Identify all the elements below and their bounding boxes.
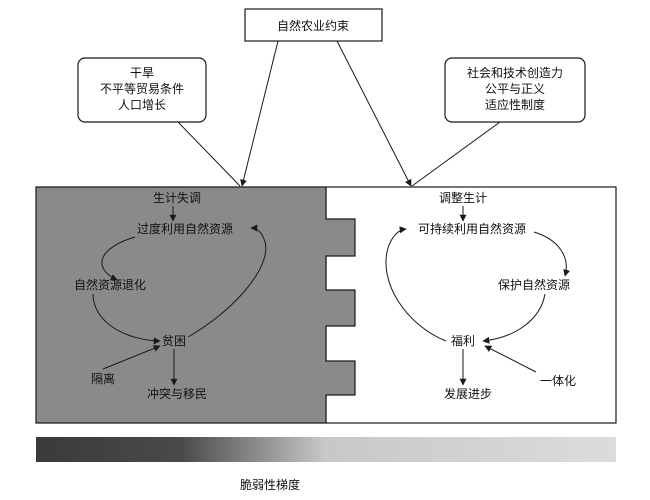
adaptive-factor-1: 社会和技术创造力 [467,65,563,80]
node-welfare: 福利 [451,333,475,348]
adaptive-factor-2: 公平与正义 [485,82,545,96]
arrow-top-to-right [336,40,412,187]
right-panel [325,186,617,424]
node-overuse: 过度利用自然资源 [137,221,233,236]
gradient-caption: 脆弱性梯度 [240,477,300,492]
pressure-factor-3: 人口增长 [118,98,166,112]
node-integration: 一体化 [540,374,576,388]
top-constraint-label: 自然农业约束 [277,18,349,33]
vulnerability-gradient-bar [36,437,616,462]
arrow-welfare-to-sustainable [385,226,447,342]
arrow-degradation-to-poverty [92,293,161,345]
arrow-protect-to-welfare [482,293,546,344]
arrow-top-to-left [240,40,279,187]
pressure-factor-1: 干旱 [130,66,154,80]
top-constraint-box: 自然农业约束 [244,8,383,42]
arrow-poverty-to-overuse [187,224,267,338]
arrow-isolation-to-poverty [102,345,161,370]
node-development: 发展进步 [444,386,492,401]
adaptive-factor-3: 适应性制度 [485,97,545,112]
left-panel-title: 生计失调 [153,190,201,205]
node-poverty: 贫困 [162,333,186,348]
pressure-factors-box: 干旱 不平等贸易条件 人口增长 [77,57,207,123]
right-panel-title: 调整生计 [439,190,487,205]
arrow-adaptive-to-right [411,121,501,187]
arrow-sustainable-to-protect [533,231,571,277]
node-conflict: 冲突与移民 [147,386,207,401]
arrow-pressure-to-left [177,121,241,187]
arrow-overuse-to-degradation [101,236,136,281]
node-degradation: 自然资源退化 [74,277,146,292]
node-protect: 保护自然资源 [498,277,570,292]
node-isolation: 隔离 [91,371,115,386]
pressure-factor-2: 不平等贸易条件 [100,82,184,96]
node-sustainable: 可持续利用自然资源 [418,221,526,236]
adaptive-factors-box: 社会和技术创造力 公平与正义 适应性制度 [444,57,586,123]
arrow-integration-to-welfare [484,345,537,373]
